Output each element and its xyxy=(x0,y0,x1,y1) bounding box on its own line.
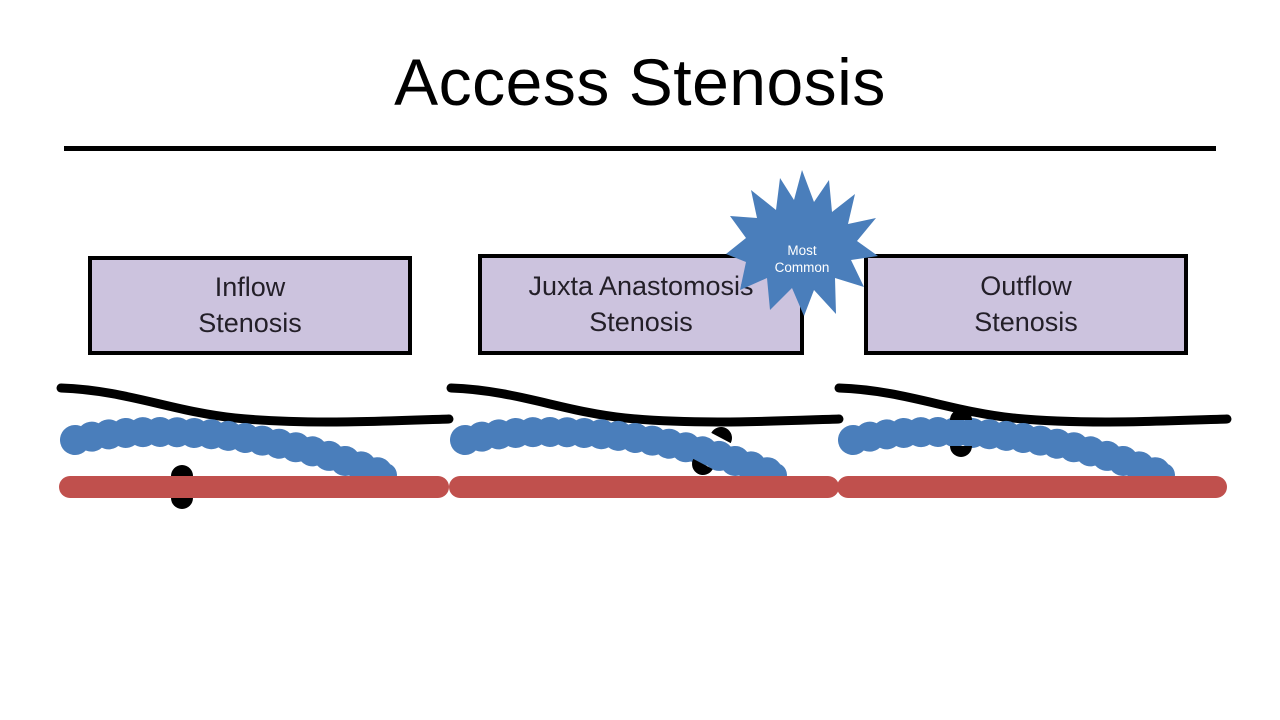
starburst-icon xyxy=(726,170,878,316)
stenosis-marker-inflow-bottom xyxy=(171,498,193,509)
stenosis-marker-outflow-bottom xyxy=(950,446,972,457)
label-box-inflow: Inflow Stenosis xyxy=(88,256,412,355)
diagram-inflow xyxy=(55,372,455,517)
page-title: Access Stenosis xyxy=(394,45,886,119)
artery-outflow xyxy=(837,476,1227,498)
stenosis-marker-juxta-lower xyxy=(692,458,713,475)
skin-line-outflow xyxy=(834,383,1232,427)
artery-juxta xyxy=(449,476,839,498)
vein-outflow-core xyxy=(841,419,1175,487)
title-divider xyxy=(64,146,1216,151)
most-common-badge: Most Common xyxy=(726,168,878,316)
stenosis-marker-inflow-top xyxy=(171,465,193,476)
diagram-juxta xyxy=(445,372,845,517)
vein-inflow-core xyxy=(63,419,397,487)
label-text-outflow: Outflow Stenosis xyxy=(974,271,1078,337)
artery-inflow xyxy=(59,476,449,498)
label-text-inflow: Inflow Stenosis xyxy=(198,272,302,338)
stenosis-marker-juxta-upper xyxy=(711,427,732,444)
vein-juxta-core xyxy=(453,419,787,487)
label-box-outflow: Outflow Stenosis xyxy=(864,254,1188,355)
label-text-juxta: Juxta Anastomosis Stenosis xyxy=(528,271,754,337)
diagram-outflow xyxy=(833,372,1233,517)
skin-line-inflow xyxy=(56,383,454,427)
stenosis-marker-outflow-top xyxy=(950,409,972,420)
skin-line-juxta xyxy=(446,383,844,427)
